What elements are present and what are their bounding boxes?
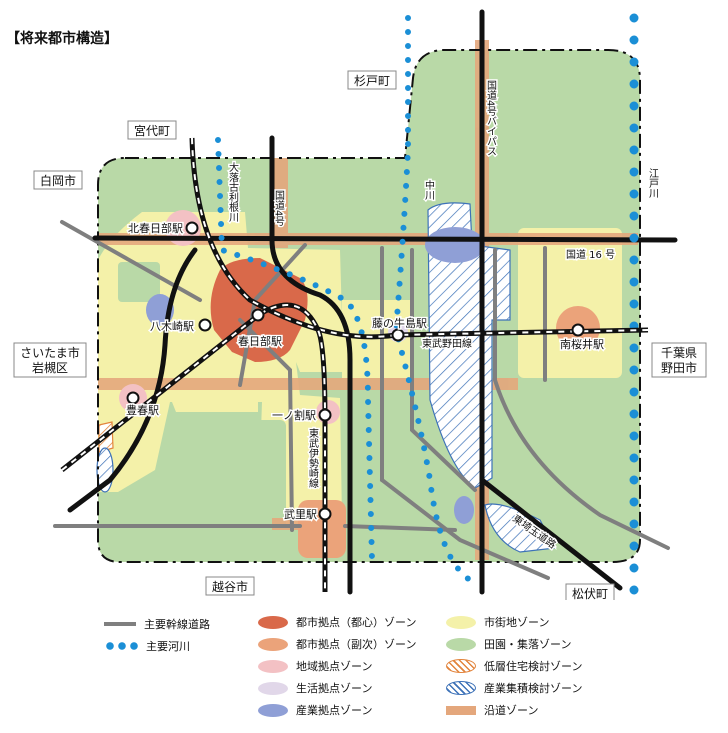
place-chiba: 千葉県: [661, 346, 697, 360]
lowrise-hatch-icon: [446, 659, 476, 673]
place-sugito: 杉戸町: [354, 74, 390, 88]
label-toyoharu: 豊春駅: [126, 404, 159, 417]
rivers: [215, 13, 639, 597]
city-boundary: [97, 49, 641, 563]
legend-label: 生活拠点ゾーン: [296, 682, 373, 695]
legend-label: 都市拠点（都心）ゾーン: [296, 616, 417, 629]
life-zone-icon: [258, 681, 288, 695]
river-dots-icon: [104, 642, 138, 650]
rural-zone-icon: [446, 637, 476, 651]
regional-zone-icon: [258, 659, 288, 673]
label-minamisakurai: 南桜井駅: [560, 337, 604, 351]
legend-item-industry: 産業拠点ゾーン: [258, 702, 372, 718]
road-line-icon: [104, 622, 136, 626]
station-marker-kasukabe: [251, 308, 265, 322]
place-miyashiro: 宮代町: [134, 123, 170, 138]
legend-item-industry-hatch: 産業集積検討ゾーン: [446, 680, 582, 696]
station-marker-fujinoushijima: [391, 328, 405, 342]
industry-zone-naka: [425, 227, 485, 263]
station-markers: [126, 221, 585, 521]
label-kitakasukabe: 北春日部駅: [128, 221, 183, 235]
label-edo-river: 江戸川: [647, 168, 659, 198]
legend-item-rural: 田園・集落ゾーン: [446, 636, 571, 652]
place-koshigaya: 越谷市: [212, 579, 248, 594]
label-yagisaki: 八木崎駅: [150, 319, 194, 333]
rural-patch-south: [176, 420, 286, 532]
legend-item-life: 生活拠点ゾーン: [258, 680, 372, 696]
legend-item-regional: 地域拠点ゾーン: [258, 658, 372, 674]
legend: 主要幹線道路 主要河川 都市拠点（都心）ゾーン 都市拠点（副次）ゾーン 地域拠点…: [0, 610, 728, 733]
legend-label: 低層住宅検討ゾーン: [484, 660, 583, 673]
station-marker-yagisaki: [198, 318, 212, 332]
sub-core-zone-takesato: [298, 500, 346, 558]
legend-label: 主要幹線道路: [144, 618, 210, 631]
place-noda: 野田市: [661, 360, 697, 375]
label-route4-bypass: 国道4号バイパス: [485, 80, 497, 157]
industry-hatch-zone: [427, 202, 511, 489]
legend-item-lowrise: 低層住宅検討ゾーン: [446, 658, 582, 674]
station-marker-minamisakurai: [571, 323, 585, 337]
industry-hatch-zone-south: [484, 503, 556, 553]
legend-item-road: 主要幹線道路: [104, 616, 210, 632]
legend-item-core: 都市拠点（都心）ゾーン: [258, 614, 416, 630]
legend-label: 産業拠点ゾーン: [296, 704, 373, 717]
legend-label: 都市拠点（副次）ゾーン: [296, 638, 417, 651]
railways: [60, 137, 649, 592]
industry-zone-south: [454, 496, 474, 524]
map-title: 【将来都市構造】: [6, 31, 118, 47]
legend-label: 地域拠点ゾーン: [296, 660, 373, 673]
legend-label: 主要河川: [146, 640, 190, 653]
place-saitama: さいたま市: [20, 345, 80, 360]
label-route4: 国道4号: [273, 190, 285, 227]
label-otoshi-tone: 大落古利根川: [227, 161, 239, 222]
label-route16: 国道 16 号: [566, 248, 615, 261]
city-structure-map: 杉戸町 宮代町 白岡市 さいたま市 岩槻区 越谷市 松伏町 千葉県 野田市 北春…: [13, 9, 707, 600]
black-roads: [67, 9, 678, 595]
station-marker-ichinowari: [318, 408, 332, 422]
place-labels: 杉戸町 宮代町 白岡市 さいたま市 岩槻区 越谷市 松伏町 千葉県 野田市: [13, 70, 707, 600]
roadside-band-icon: [446, 705, 476, 715]
place-iwatsuki: 岩槻区: [32, 360, 68, 375]
subcore-zone-icon: [258, 637, 288, 651]
legend-item-subcore: 都市拠点（副次）ゾーン: [258, 636, 416, 652]
station-marker-takesato: [318, 507, 332, 521]
core-zone-icon: [258, 615, 288, 629]
label-naka-river: 中川: [423, 179, 435, 200]
legend-label: 市街地ゾーン: [484, 616, 550, 629]
urban-zone-icon: [446, 615, 476, 629]
legend-item-urban: 市街地ゾーン: [446, 614, 549, 630]
station-labels: 北春日部駅 八木崎駅 春日部駅 藤の牛島駅 南桜井駅 豊春駅 一ノ割駅 武里駅: [125, 220, 606, 523]
label-fujinoushijima: 藤の牛島駅: [372, 316, 427, 330]
label-tobu-noda: 東武野田線: [422, 337, 472, 350]
legend-label: 田園・集落ゾーン: [484, 638, 572, 651]
label-kasukabe: 春日部駅: [238, 334, 282, 348]
station-marker-kitakasukabe: [185, 221, 199, 235]
legend-item-roadside: 沿道ゾーン: [446, 702, 538, 718]
urban-zone-south: [172, 402, 258, 412]
place-shiraoka: 白岡市: [40, 173, 76, 188]
legend-item-river: 主要河川: [104, 638, 190, 654]
label-takesato: 武里駅: [284, 508, 317, 521]
industry-hatch-icon: [446, 681, 476, 695]
legend-label: 沿道ゾーン: [484, 704, 539, 717]
legend-label: 産業集積検討ゾーン: [484, 682, 583, 695]
place-matsubushi: 松伏町: [572, 587, 608, 600]
station-marker-toyoharu: [126, 391, 140, 405]
industry-zone-icon: [258, 703, 288, 717]
label-ichinowari: 一ノ割駅: [272, 408, 316, 422]
label-tobu-isesaki: 東武伊勢崎線: [307, 427, 319, 488]
